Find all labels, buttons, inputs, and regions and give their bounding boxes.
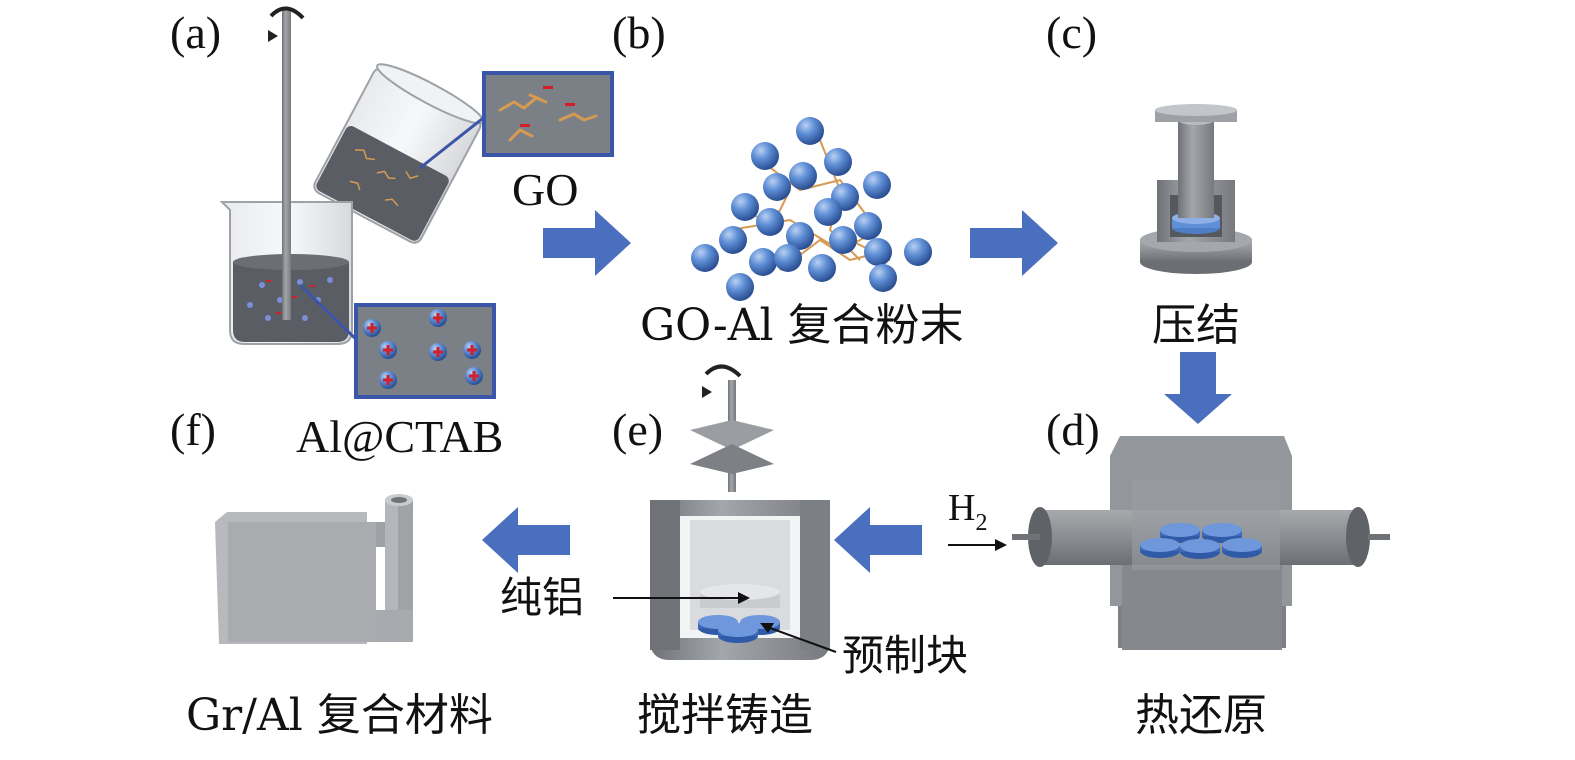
panel-e-letter: (e) (612, 404, 663, 455)
panel-d-letter: (d) (1046, 404, 1100, 455)
arrow-left-icon (834, 507, 922, 573)
al-ctab-label: Al@CTAB (296, 411, 503, 462)
pure-al-pointer (613, 592, 750, 604)
press-die-icon (1140, 104, 1252, 274)
panel-e-caption: 搅拌铸造 (637, 690, 813, 741)
panel-b: (b) (612, 7, 964, 351)
panel-f-letter: (f) (170, 404, 216, 455)
arrow-down-icon (1164, 352, 1232, 424)
al-ctab-inset (298, 283, 496, 399)
panel-b-caption: GO-Al 复合粉末 (640, 300, 964, 351)
h2-label: H2 (948, 487, 987, 536)
main-beaker-icon (219, 200, 353, 345)
tube-furnace-icon (1012, 436, 1390, 650)
composite-part-icon (215, 494, 413, 644)
panel-f: (f) Gr/Al 复合材料 (170, 404, 493, 741)
panel-c-letter: (c) (1046, 7, 1097, 58)
arrow-left-icon (482, 507, 570, 573)
go-label: GO (512, 164, 578, 215)
panel-d: (d) H2 热还原 (948, 404, 1390, 741)
go-inset (419, 71, 614, 170)
h2-inlet: H2 (948, 487, 1007, 551)
panel-d-caption: 热还原 (1135, 690, 1267, 741)
panel-b-letter: (b) (612, 7, 666, 58)
preform-label: 预制块 (842, 631, 968, 680)
panel-a-letter: (a) (170, 7, 221, 58)
panel-c-caption: 压结 (1152, 300, 1240, 351)
stirrer-icon (268, 6, 305, 325)
pure-al-label: 纯铝 (500, 573, 584, 622)
stirrer-icon (690, 364, 774, 492)
go-al-powder-icon (691, 117, 932, 301)
panel-c: (c) 压结 (1046, 7, 1252, 351)
preform-pointer (760, 623, 837, 653)
arrow-right-icon (970, 210, 1058, 276)
crucible-icon (650, 500, 830, 660)
panel-f-caption: Gr/Al 复合材料 (186, 690, 493, 741)
arrow-right-icon (543, 210, 631, 276)
small-arrow-icon (995, 539, 1007, 551)
go-beaker-icon (313, 63, 485, 244)
panel-a: (a) (170, 6, 614, 462)
panel-e: (e) 纯铝 (500, 364, 968, 741)
